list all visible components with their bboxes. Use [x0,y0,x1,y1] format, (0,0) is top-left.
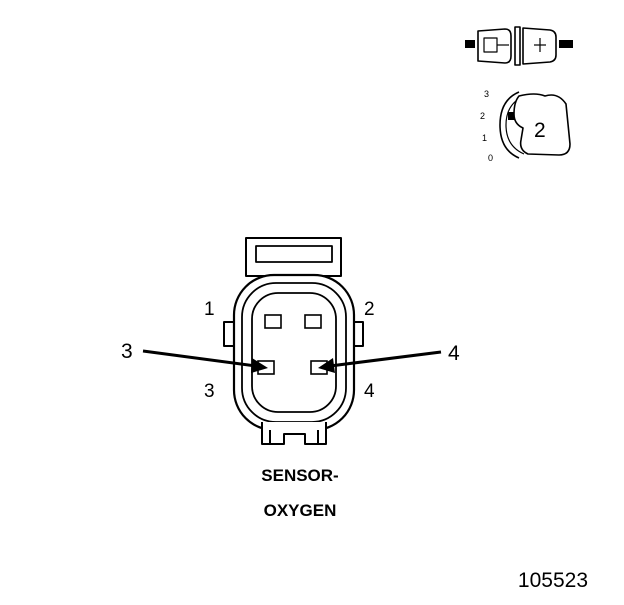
callout-label-right: 4 [448,342,460,365]
pin-label-2: 2 [364,299,375,320]
inset-connector-end-view: 3 2 1 0 2 [480,89,571,163]
callout-label-left: 3 [121,340,133,363]
inset-side-view-number: 2 [534,119,546,142]
inset-scale-3: 3 [484,89,489,99]
inset-scale-1: 1 [482,133,487,143]
pin-label-4: 4 [364,381,375,402]
figure-number: 105523 [518,569,588,592]
pin-label-1: 1 [204,299,215,320]
caption-line-1: SENSOR- [261,466,338,485]
terminal-cavity-1 [264,314,282,329]
callout-arrow-left [142,349,268,373]
callout-arrow-right [318,350,442,373]
connector-face [223,237,364,445]
inset-scale-0: 0 [488,153,493,163]
pin-label-3: 3 [204,381,215,402]
inset-scale-2: 2 [480,111,485,121]
caption-line-2: OXYGEN [264,501,337,520]
inset-connector-side-view [465,26,573,66]
terminal-cavity-2 [304,314,322,329]
